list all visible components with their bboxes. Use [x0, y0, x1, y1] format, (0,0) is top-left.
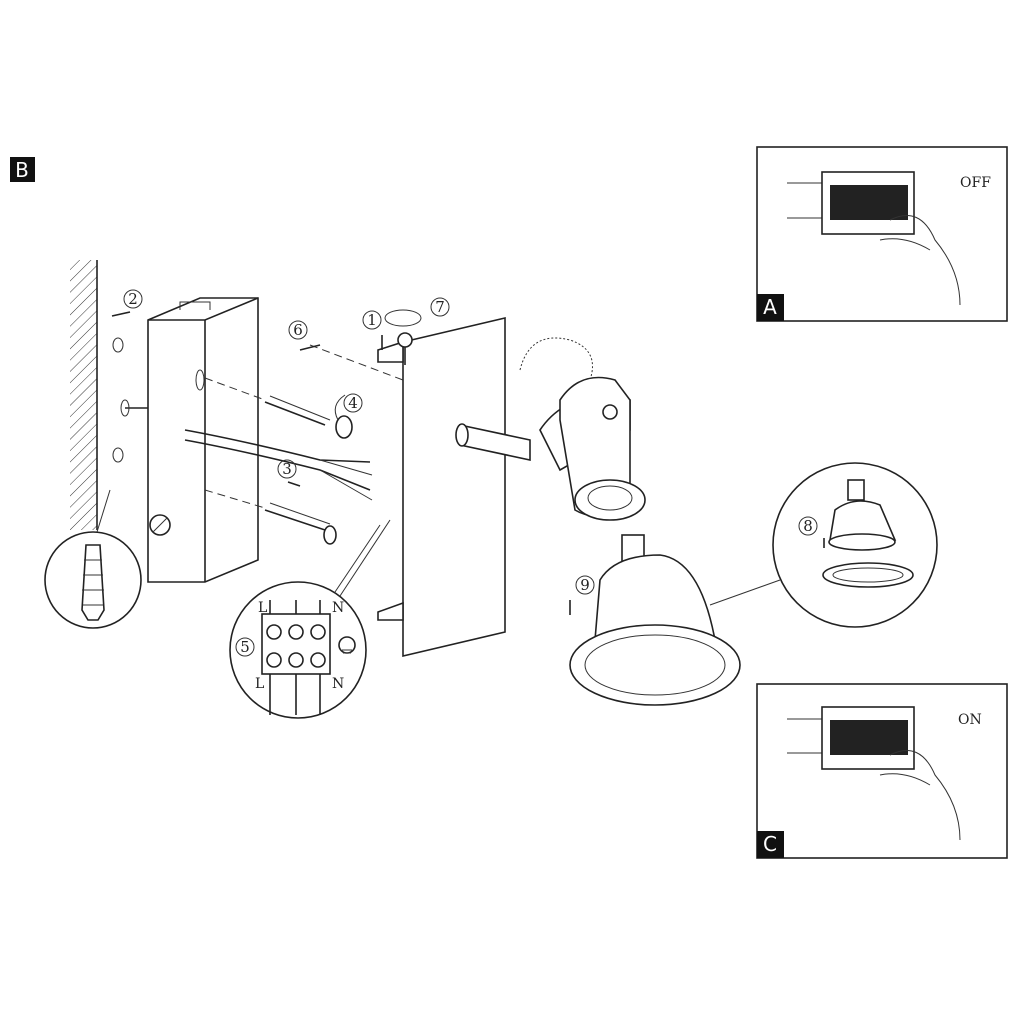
step-2: 2: [123, 289, 143, 309]
svg-text:4: 4: [348, 394, 358, 412]
terminal-label-n-top: N: [332, 600, 344, 616]
power-cable: [184, 429, 373, 501]
terminal-block-inset: L N L N: [229, 519, 391, 719]
section-c-label: C: [763, 832, 777, 856]
step-6: 6: [288, 320, 308, 340]
spotlight-head: [455, 337, 646, 521]
svg-text:9: 9: [580, 576, 590, 594]
svg-text:3: 3: [282, 460, 292, 478]
on-label: ON: [958, 712, 982, 728]
screws: [204, 377, 353, 545]
step-8: 8: [798, 516, 818, 536]
terminal-label-l-bottom: L: [255, 676, 264, 692]
step-numbers: 1 2 3 4 5 6 7 8 9: [123, 289, 818, 657]
bulb-inset: [772, 462, 938, 628]
section-b-label: B: [10, 157, 35, 182]
wall-plug-inset: [44, 489, 142, 629]
svg-text:8: 8: [803, 517, 813, 535]
svg-text:2: 2: [128, 290, 138, 308]
svg-text:7: 7: [435, 298, 445, 316]
step-7: 7: [430, 297, 450, 317]
wall-holes: [112, 337, 124, 463]
lamp-shade: [569, 534, 781, 706]
step-1: 1: [362, 310, 382, 330]
off-label: OFF: [960, 175, 991, 191]
svg-text:6: 6: [293, 321, 303, 339]
svg-text:1: 1: [367, 311, 377, 329]
step-4: 4: [343, 393, 363, 413]
mounting-plate: [309, 316, 506, 658]
terminal-label-n-bottom: N: [332, 676, 344, 692]
svg-text:5: 5: [240, 638, 250, 656]
svg-text:B: B: [15, 158, 29, 182]
panel-c-switch-on: ON C: [756, 683, 1008, 859]
junction-box: [120, 297, 259, 583]
wall: [70, 260, 98, 530]
step-9: 9: [575, 575, 595, 595]
terminal-label-l-top: L: [258, 600, 267, 616]
direction-arrows: [111, 309, 825, 615]
panel-a-switch-off: OFF A: [756, 146, 1008, 322]
step-3: 3: [277, 459, 297, 479]
step-5: 5: [235, 637, 255, 657]
section-a-label: A: [763, 295, 777, 319]
